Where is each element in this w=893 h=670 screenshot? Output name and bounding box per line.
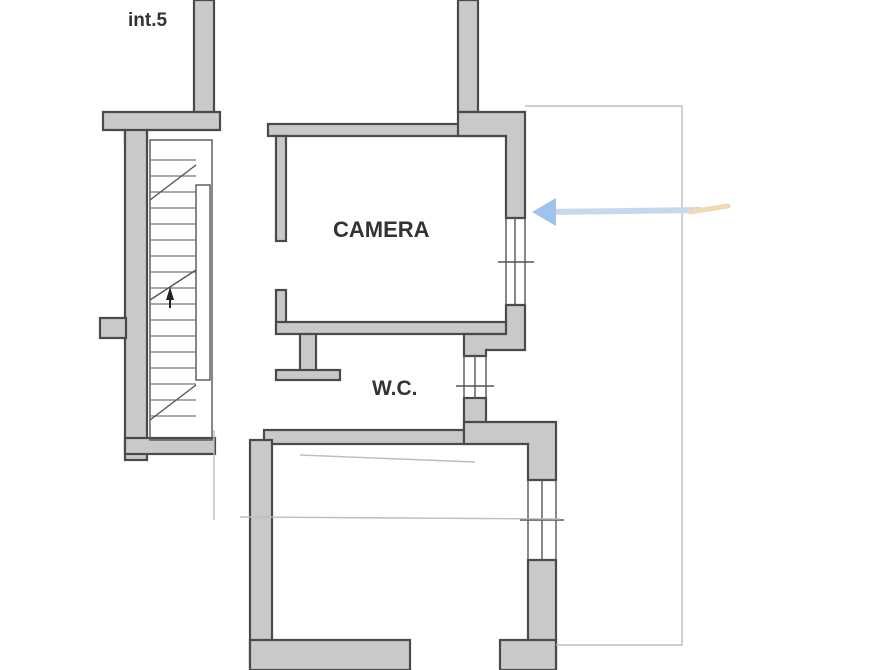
guide-line-lower — [239, 516, 561, 520]
wall-lower-room-right-top — [462, 420, 558, 482]
wall-lower-room-bottom-left — [248, 638, 412, 670]
guide-line-upper — [299, 454, 476, 463]
wall-bedroom-left-upper — [274, 134, 288, 243]
balcony-outline — [525, 105, 683, 646]
unit-label: int.5 — [128, 10, 167, 31]
wall-lower-room-left — [248, 438, 274, 670]
wall-lower-room-bottom-right — [498, 638, 558, 670]
room-label-wc: W.C. — [372, 377, 418, 400]
wall-bedroom-right-upper — [456, 110, 527, 220]
window-wc — [456, 356, 494, 398]
window-bedroom — [498, 218, 534, 305]
wall-stairwell-bottom — [123, 436, 217, 456]
room-label-camera: CAMERA — [333, 217, 430, 242]
orientation-arrow-icon — [532, 198, 731, 226]
wall-stairwell-left — [123, 128, 149, 462]
window-lower-room — [520, 480, 564, 560]
wall-lower-room-top — [262, 428, 466, 446]
wall-stairwell-jog — [98, 316, 128, 340]
wall-corridor-right — [456, 0, 480, 114]
wall-bedroom-bottom — [274, 320, 510, 336]
wall-corridor-left — [192, 0, 216, 120]
wall-wc-ledge — [274, 368, 342, 382]
stair-direction-arrow-icon — [166, 287, 174, 300]
staircase — [149, 139, 213, 441]
wall-wc-partition — [298, 332, 318, 376]
